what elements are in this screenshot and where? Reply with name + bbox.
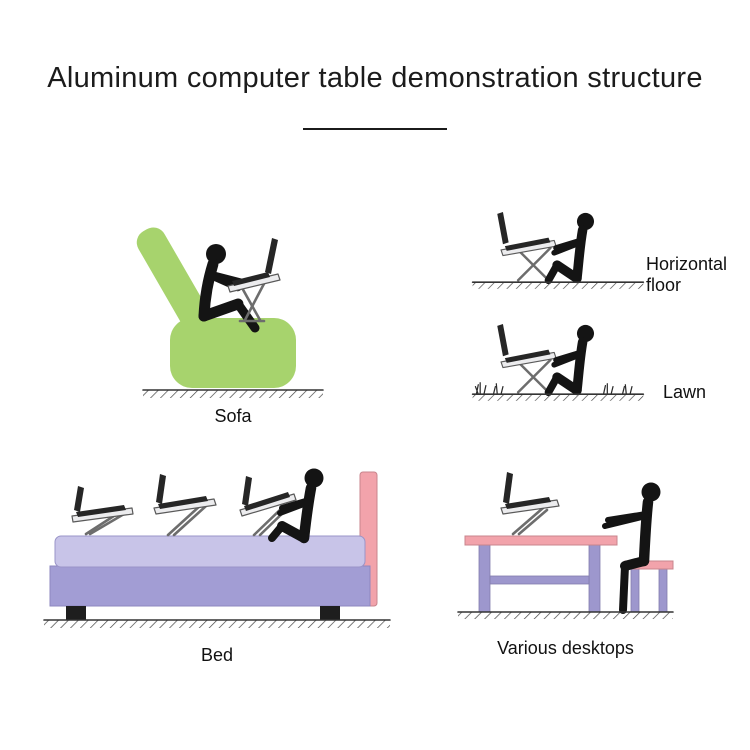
bench-leg — [630, 568, 640, 613]
ground-line — [471, 281, 645, 289]
bed-scene-illustration — [43, 468, 391, 628]
desktops-scene-illustration — [457, 472, 674, 619]
laptop-stand — [500, 472, 560, 536]
bed-shape — [49, 471, 378, 620]
desktops-label: Various desktops — [497, 638, 634, 658]
table-top — [464, 535, 618, 546]
stick-figure — [544, 324, 595, 397]
table-stretcher — [489, 575, 590, 585]
bed-foot — [66, 606, 86, 620]
laptop-stand — [497, 323, 557, 394]
laptop-stand — [71, 486, 134, 536]
lawn-label: Lawn — [663, 382, 707, 402]
sofa-shape — [136, 227, 296, 388]
bed-label: Bed — [200, 645, 234, 665]
laptop-stand — [227, 238, 281, 323]
floor-scene-illustration — [471, 211, 645, 289]
page-title: Aluminum computer table demonstration st… — [47, 62, 703, 94]
sofa-label: Sofa — [214, 406, 252, 426]
stick-figure — [198, 244, 260, 333]
stick-figure — [602, 482, 661, 614]
bed-foot — [320, 606, 340, 620]
ground-line — [471, 393, 645, 401]
ground-line — [457, 611, 674, 619]
stick-figure — [268, 468, 324, 544]
grass-tufts — [474, 382, 633, 395]
laptop-stand — [497, 211, 557, 282]
ground-line — [43, 619, 391, 628]
bed-mattress — [54, 535, 366, 568]
bed-base — [49, 565, 371, 607]
table — [464, 535, 618, 613]
table-leg — [588, 544, 601, 613]
stick-figure — [544, 212, 595, 285]
floor-label: Horizontal floor — [646, 254, 728, 295]
laptop-stand — [239, 476, 297, 537]
laptop-stand — [153, 474, 217, 537]
table-leg — [478, 544, 491, 613]
sofa-scene-illustration — [136, 227, 324, 398]
title-underline-divider — [303, 128, 447, 130]
lawn-scene-illustration — [471, 323, 645, 401]
bench-leg — [658, 568, 668, 613]
ground-line — [142, 389, 324, 398]
